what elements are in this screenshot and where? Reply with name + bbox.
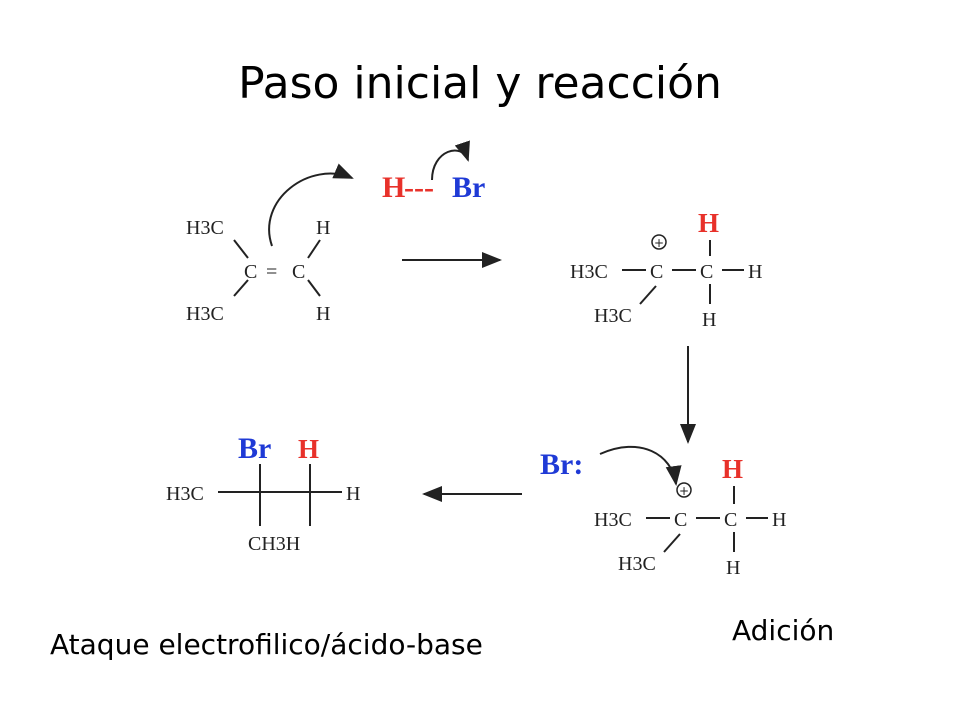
attack-c: C bbox=[724, 509, 737, 531]
curved-arrow-hbr bbox=[431, 140, 470, 181]
carbocation-molecule: H + H3C C C H H H3C bbox=[570, 208, 762, 331]
attack-h-bottom: H bbox=[726, 557, 740, 579]
reagent-br: Br bbox=[452, 171, 485, 204]
alkene-double-bond: = bbox=[266, 261, 277, 283]
carbocation-ch3-below: H3C bbox=[594, 305, 632, 327]
product-ch3-left: H3C bbox=[166, 483, 204, 505]
curved-arrow-bromide bbox=[599, 445, 682, 486]
caption-right: Adición bbox=[732, 614, 835, 647]
positive-charge-icon bbox=[651, 234, 667, 250]
alkene-ch3-top: H3C bbox=[186, 217, 224, 239]
positive-charge-icon bbox=[676, 482, 692, 498]
product-br: Br bbox=[238, 432, 271, 465]
caption-left: Ataque electrofilico/ácido-base bbox=[50, 628, 483, 661]
carbocation-h-right: H bbox=[748, 261, 762, 283]
attack-h-red: H bbox=[722, 454, 743, 484]
carbocation-ch3-left: H3C bbox=[570, 261, 608, 283]
carbocation-h-bottom: H bbox=[702, 309, 716, 331]
attack-ch3-left: H3C bbox=[594, 509, 632, 531]
slide-title: Paso inicial y reacción bbox=[238, 58, 722, 109]
product-molecule: Br H H3C H CH3H bbox=[166, 432, 360, 555]
alkene-h-top: H bbox=[316, 217, 330, 239]
alkene-c2: C bbox=[292, 261, 305, 283]
carbocation-h-red: H bbox=[698, 208, 719, 238]
product-bottom-group: CH3H bbox=[248, 533, 300, 555]
alkene-c1: C bbox=[244, 261, 257, 283]
bromide-attack: Br: H + H3C C C H H H3C bbox=[540, 445, 786, 579]
alkene-ch3-bottom: H3C bbox=[186, 303, 224, 325]
alkene-molecule: H3C H3C C = C H H bbox=[186, 163, 354, 325]
hbr-reagent: H --- Br bbox=[382, 140, 485, 204]
carbocation-charge: + bbox=[654, 236, 664, 250]
bromide-ion: Br: bbox=[540, 448, 583, 481]
curved-arrow-alkene bbox=[268, 163, 354, 247]
attack-h-right: H bbox=[772, 509, 786, 531]
attack-c-plus: C bbox=[674, 509, 687, 531]
alkene-h-bottom: H bbox=[316, 303, 330, 325]
attack-charge: + bbox=[679, 484, 689, 498]
reagent-h: H bbox=[382, 171, 405, 204]
carbocation-c: C bbox=[700, 261, 713, 283]
product-h-red: H bbox=[298, 434, 319, 464]
attack-ch3-below: H3C bbox=[618, 553, 656, 575]
reagent-dashes: --- bbox=[404, 171, 434, 204]
carbocation-c-plus: C bbox=[650, 261, 663, 283]
product-h-right: H bbox=[346, 483, 360, 505]
